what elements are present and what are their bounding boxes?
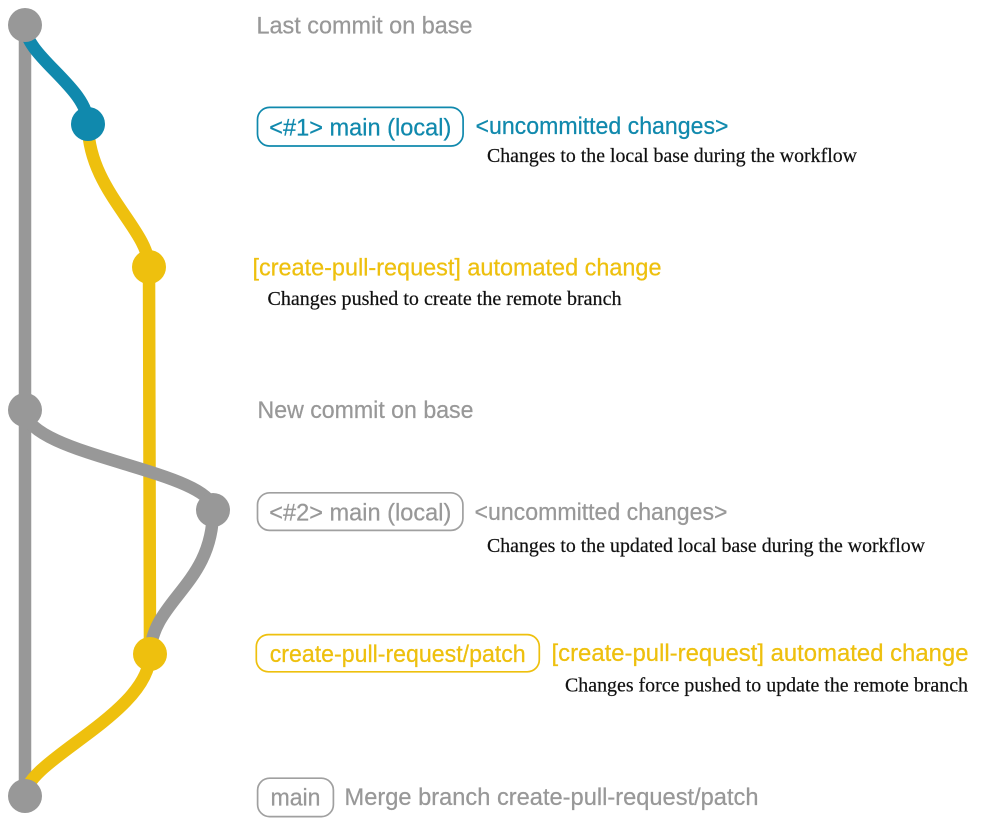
svg-text:<#2> main (local): <#2> main (local) bbox=[269, 499, 451, 526]
svg-text:[create-pull-request] automate: [create-pull-request] automated change bbox=[253, 255, 662, 282]
svg-text:Merge branch create-pull-reque: Merge branch create-pull-request/patch bbox=[345, 784, 759, 811]
svg-text:Changes force pushed to update: Changes force pushed to update the remot… bbox=[565, 675, 968, 697]
svg-text:main: main bbox=[271, 785, 321, 812]
svg-text:[create-pull-request] automate: [create-pull-request] automated change bbox=[552, 640, 969, 667]
svg-text:Changes to the updated local b: Changes to the updated local base during… bbox=[487, 535, 925, 557]
svg-text:Changes pushed to create the r: Changes pushed to create the remote bran… bbox=[268, 288, 622, 310]
svg-text:Changes to the local base duri: Changes to the local base during the wor… bbox=[487, 145, 857, 167]
svg-text:<uncommitted changes>: <uncommitted changes> bbox=[475, 499, 728, 526]
svg-text:Last commit on base: Last commit on base bbox=[257, 13, 473, 40]
svg-text:<uncommitted changes>: <uncommitted changes> bbox=[476, 113, 729, 140]
svg-text:create-pull-request/patch: create-pull-request/patch bbox=[270, 641, 526, 668]
svg-text:<#1> main (local): <#1> main (local) bbox=[269, 114, 451, 141]
svg-text:New commit on base: New commit on base bbox=[258, 397, 474, 424]
